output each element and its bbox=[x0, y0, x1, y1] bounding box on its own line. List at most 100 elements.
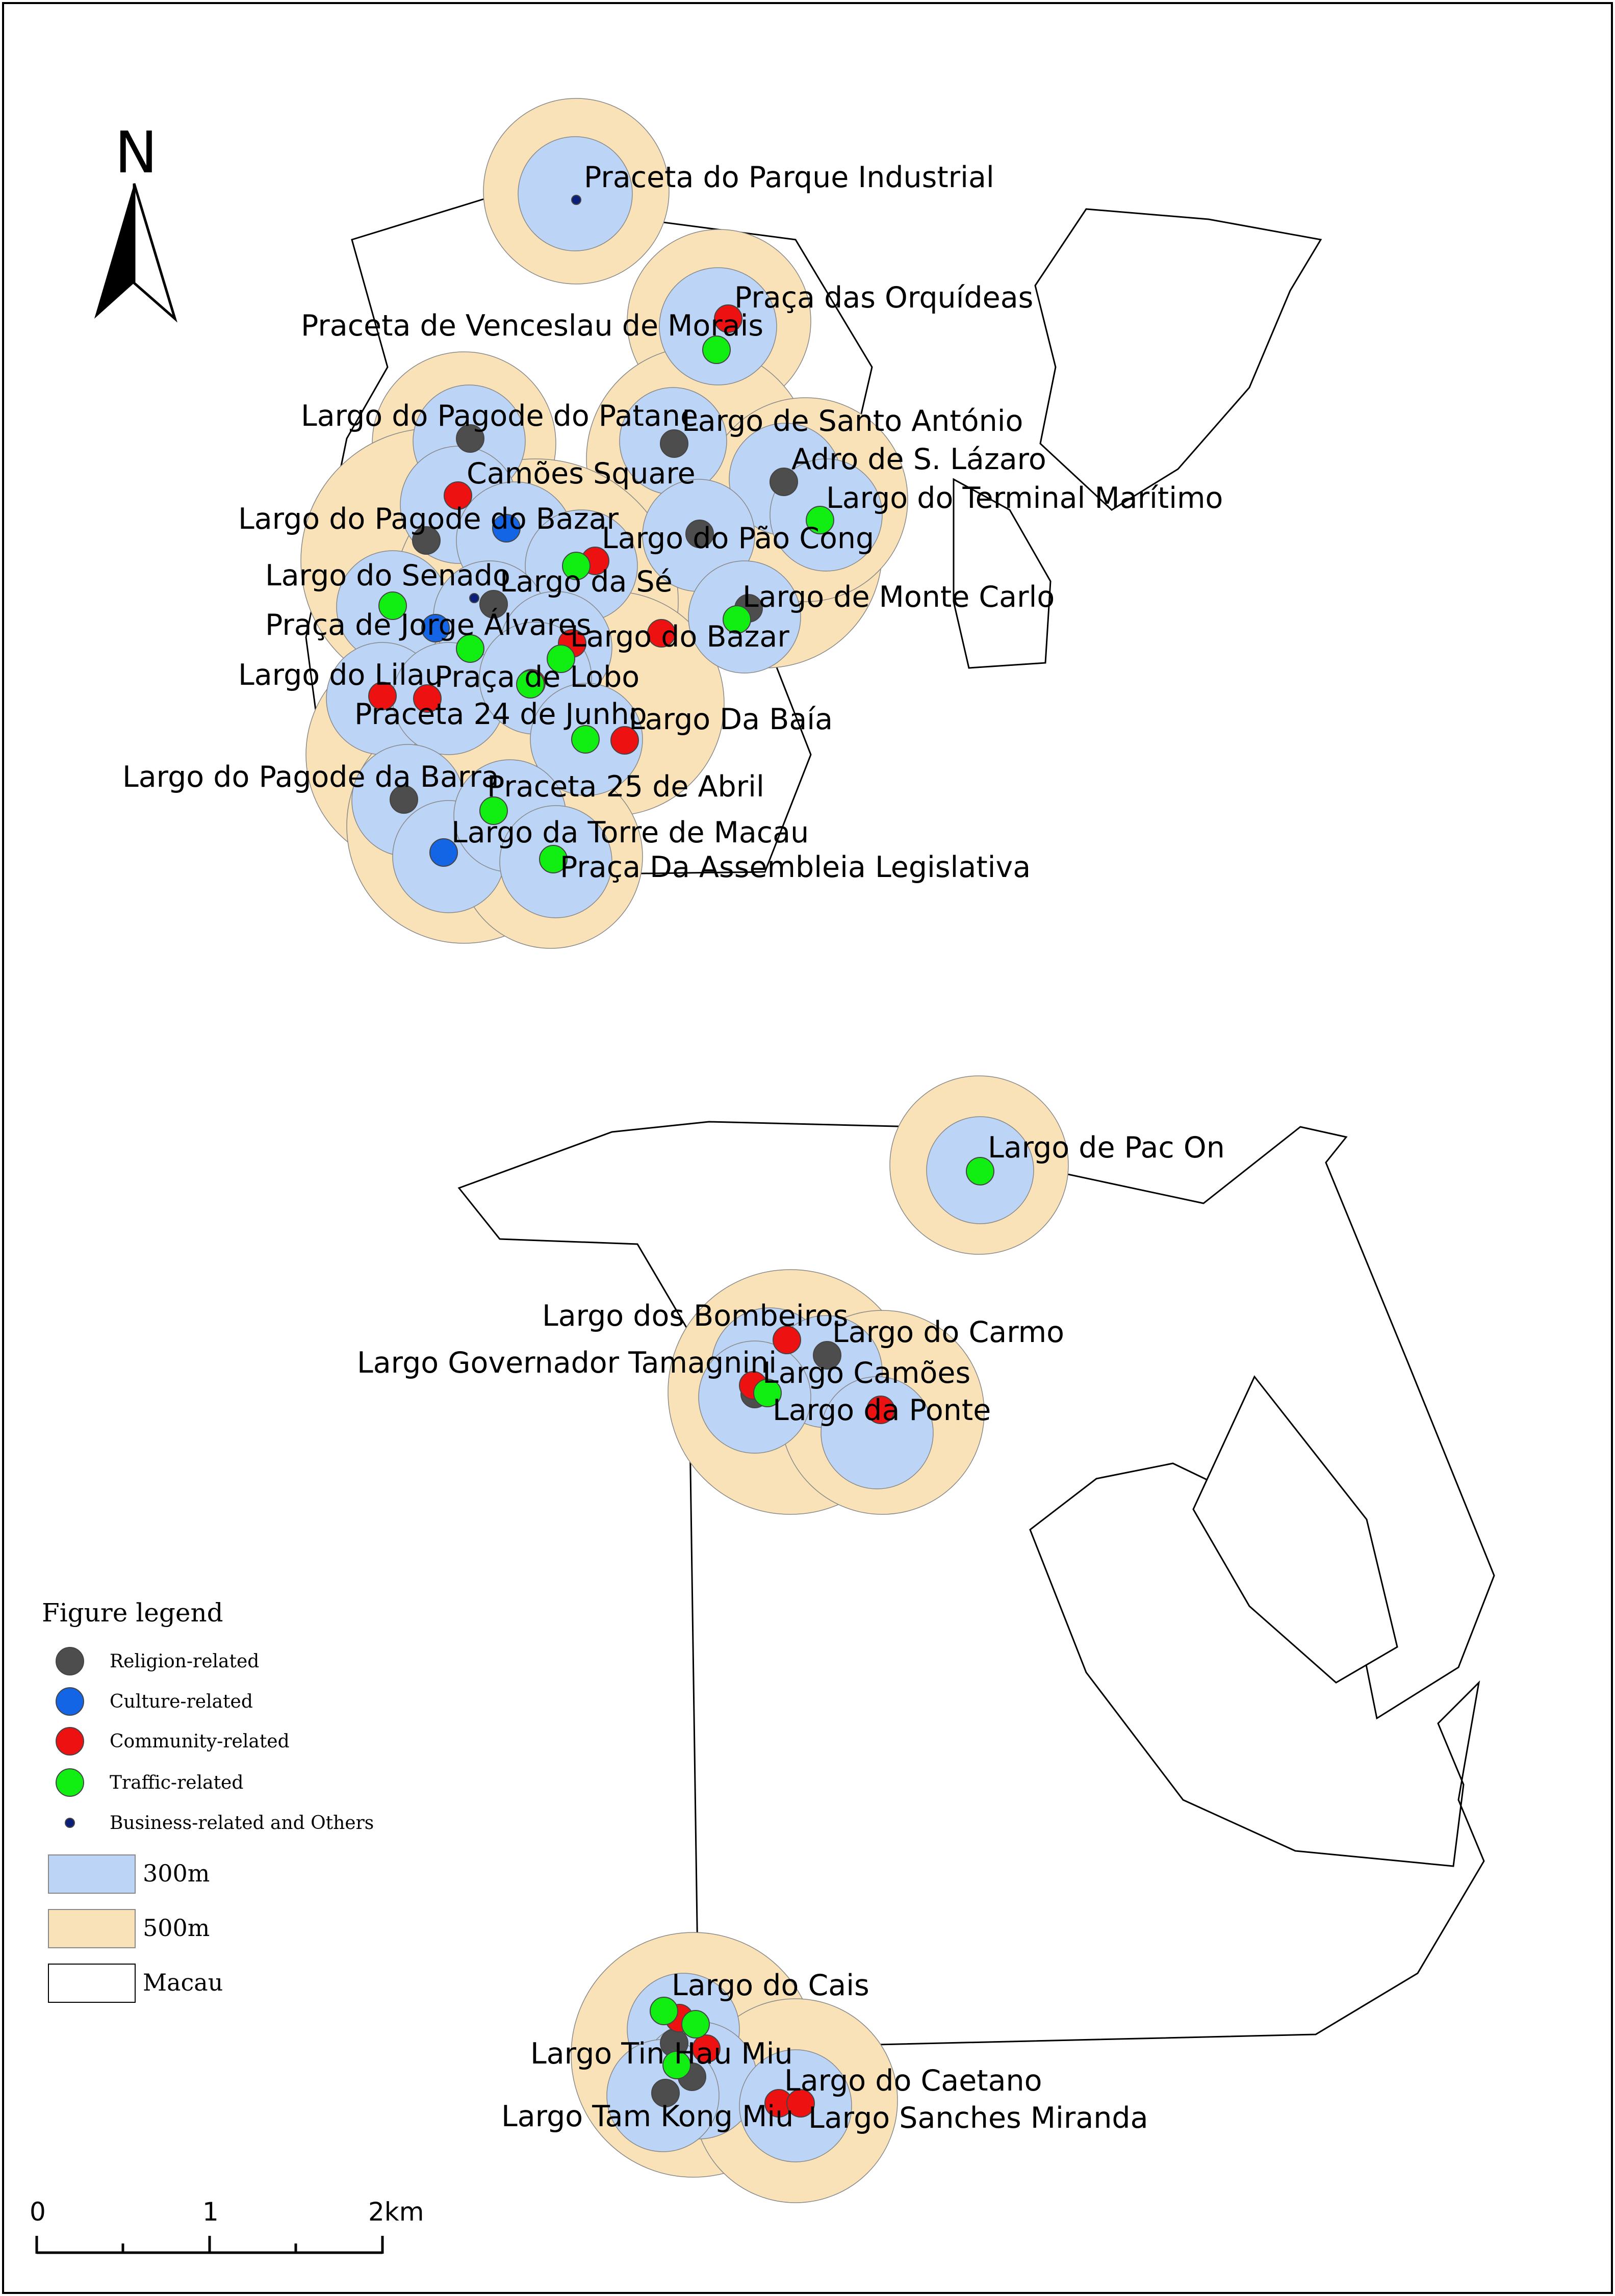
traffic-point[interactable] bbox=[539, 845, 568, 873]
label-largo-do-pagode-da-barra: Largo do Pagode da Barra bbox=[122, 760, 499, 794]
label-largo-de-pac-on: Largo de Pac On bbox=[988, 1131, 1225, 1165]
label-largo-governador-tamagnini: Largo Governador Tamagnini bbox=[357, 1346, 777, 1380]
label-largo-da-torre-de-macau: Largo da Torre de Macau bbox=[451, 816, 809, 849]
north-arrow: N bbox=[94, 120, 177, 323]
legend-label-religion: Religion-related bbox=[110, 1651, 259, 1672]
label-largo-tam-kong-miu: Largo Tam Kong Miu bbox=[501, 2100, 793, 2133]
label-largo-do-cais: Largo do Cais bbox=[672, 1969, 869, 2002]
community-point[interactable] bbox=[714, 304, 742, 333]
label-praceta-do-parque-industrial: Praceta do Parque Industrial bbox=[584, 161, 994, 194]
label-largo-dos-bombeiros: Largo dos Bombeiros bbox=[542, 1299, 849, 1333]
scale-bar: 0 1 2km bbox=[30, 2197, 424, 2254]
buffer-300m bbox=[821, 1376, 934, 1489]
label-adro-de-s-lazaro: Adro de S. Lázaro bbox=[791, 443, 1046, 476]
label-largo-de-santo-antonio: Largo de Santo António bbox=[682, 404, 1023, 438]
legend-label-macau: Macau bbox=[143, 1969, 223, 1996]
label-praca-de-lobo: Praça de Lobo bbox=[434, 660, 639, 694]
macau-northeast-outline bbox=[1034, 208, 1322, 511]
legend-title: Figure legend bbox=[42, 1598, 223, 1628]
label-praca-de-jorge-alvares: Praça de Jorge Álvares bbox=[265, 607, 591, 642]
legend-religion-swatch bbox=[56, 1647, 84, 1675]
traffic-point[interactable] bbox=[571, 725, 600, 754]
religion-point[interactable] bbox=[456, 424, 484, 453]
label-largo-sanches-miranda: Largo Sanches Miranda bbox=[808, 2101, 1148, 2135]
label-largo-do-caetano: Largo do Caetano bbox=[784, 2064, 1042, 2098]
legend-label-culture: Culture-related bbox=[110, 1691, 253, 1712]
scale-label-2km: 2km bbox=[368, 2197, 424, 2227]
legend-culture-swatch bbox=[56, 1687, 84, 1716]
community-point[interactable] bbox=[866, 1396, 895, 1424]
label-largo-tin-hau-miu: Largo Tin Hau Miu bbox=[530, 2037, 793, 2071]
label-praceta-de-venceslau-de-morais: Praceta de Venceslau de Morais bbox=[301, 309, 763, 343]
community-point[interactable] bbox=[692, 2034, 721, 2063]
traffic-point[interactable] bbox=[378, 591, 407, 620]
religion-point[interactable] bbox=[770, 468, 798, 496]
traffic-point[interactable] bbox=[456, 634, 484, 663]
legend-community-swatch bbox=[56, 1727, 84, 1756]
religion-point[interactable] bbox=[390, 785, 418, 814]
buffer-300m bbox=[518, 136, 633, 251]
place-labels-layer: Praceta do Parque Industrial Praça das O… bbox=[122, 161, 1225, 2135]
traffic-point[interactable] bbox=[723, 605, 751, 634]
label-praceta-24-de-junho: Praceta 24 de Junho bbox=[354, 698, 647, 731]
label-largo-do-lilau: Largo do Lilau bbox=[238, 658, 443, 692]
label-praca-das-orquideas: Praça das Orquídeas bbox=[734, 281, 1033, 315]
label-largo-de-monte-carlo: Largo de Monte Carlo bbox=[742, 580, 1055, 614]
culture-point[interactable] bbox=[429, 838, 458, 867]
community-point[interactable] bbox=[368, 682, 397, 710]
scale-label-1: 1 bbox=[202, 2197, 219, 2227]
culture-point[interactable] bbox=[492, 514, 521, 543]
religion-point[interactable] bbox=[685, 520, 714, 548]
traffic-point[interactable] bbox=[650, 1997, 678, 2025]
legend: Figure legend Religion-related Culture-r… bbox=[42, 1598, 374, 2003]
traffic-point[interactable] bbox=[479, 796, 508, 825]
label-largo-do-terminal-maritimo: Largo do Terminal Marítimo bbox=[826, 481, 1223, 515]
traffic-point[interactable] bbox=[662, 2051, 691, 2079]
legend-label-business: Business-related and Others bbox=[110, 1813, 374, 1834]
traffic-point[interactable] bbox=[753, 1379, 782, 1407]
label-largo-da-se: Largo da Sé bbox=[500, 565, 673, 599]
legend-label-traffic: Traffic-related bbox=[110, 1772, 243, 1793]
culture-point[interactable] bbox=[421, 614, 450, 642]
label-praceta-25-de-abril: Praceta 25 de Abril bbox=[487, 770, 764, 804]
legend-300m-swatch bbox=[48, 1854, 136, 1894]
community-point[interactable] bbox=[773, 1326, 801, 1354]
legend-macau-swatch bbox=[48, 1964, 136, 2003]
label-praca-da-assembleia-legislativa: Praça Da Assembleia Legislativa bbox=[560, 850, 1031, 884]
label-largo-da-baia: Largo Da Baía bbox=[629, 703, 833, 736]
business-point[interactable] bbox=[571, 195, 581, 205]
scale-label-0: 0 bbox=[30, 2197, 46, 2227]
traffic-point[interactable] bbox=[702, 336, 731, 364]
north-label: N bbox=[115, 120, 158, 186]
religion-point[interactable] bbox=[479, 590, 508, 618]
points-layer bbox=[368, 195, 994, 2118]
traffic-point[interactable] bbox=[966, 1157, 994, 1185]
community-point[interactable] bbox=[610, 726, 639, 755]
traffic-point[interactable] bbox=[547, 644, 575, 673]
community-point[interactable] bbox=[786, 2089, 815, 2118]
label-largo-do-bazar: Largo do Bazar bbox=[570, 620, 789, 654]
label-largo-da-ponte: Largo da Ponte bbox=[773, 1394, 991, 1427]
label-camoes-square: Camões Square bbox=[467, 457, 696, 491]
religion-point[interactable] bbox=[813, 1341, 841, 1370]
traffic-point[interactable] bbox=[516, 670, 545, 699]
community-point[interactable] bbox=[647, 619, 676, 648]
label-largo-do-pagode-do-bazar: Largo do Pagode do Bazar bbox=[238, 502, 619, 536]
north-arrow-right-half bbox=[133, 183, 177, 323]
legend-label-300m: 300m bbox=[143, 1860, 210, 1887]
community-point[interactable] bbox=[444, 481, 472, 510]
legend-traffic-swatch bbox=[56, 1768, 84, 1797]
community-point[interactable] bbox=[413, 684, 442, 713]
traffic-point[interactable] bbox=[562, 552, 591, 580]
religion-point[interactable] bbox=[651, 2079, 680, 2107]
label-largo-do-pagode-do-patane: Largo do Pagode do Patane bbox=[301, 399, 698, 433]
religion-point[interactable] bbox=[660, 429, 688, 458]
traffic-point[interactable] bbox=[681, 2010, 710, 2039]
religion-point[interactable] bbox=[412, 526, 441, 555]
legend-label-500m: 500m bbox=[143, 1914, 210, 1942]
label-largo-do-carmo: Largo do Carmo bbox=[832, 1315, 1064, 1349]
traffic-point[interactable] bbox=[806, 506, 834, 534]
north-arrow-left-half bbox=[94, 184, 134, 319]
business-point[interactable] bbox=[469, 593, 479, 603]
